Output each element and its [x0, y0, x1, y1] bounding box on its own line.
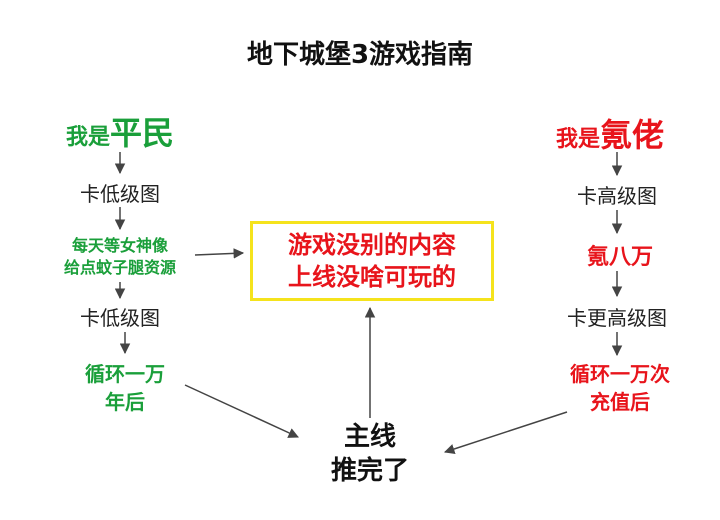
right-header: 我是氪佬 — [530, 110, 690, 156]
left-header-small: 我是 — [65, 125, 110, 150]
right-step-4-line1: 循环一万次 — [570, 362, 670, 386]
left-step-4-line1: 循环一万 — [85, 362, 165, 386]
right-header-big: 氪佬 — [600, 116, 665, 154]
left-step-1: 卡低级图 — [80, 182, 160, 206]
bottom-node-line2: 推完了 — [330, 456, 409, 486]
arrow-right-to-bottom — [444, 411, 568, 455]
right-header-small: 我是 — [555, 127, 600, 152]
left-step-4-line2: 年后 — [105, 390, 145, 414]
left-header-big: 平民 — [110, 114, 175, 152]
right-step-4: 循环一万次 充值后 — [535, 360, 705, 416]
center-box: 游戏没别的内容 上线没啥可玩的 — [250, 221, 494, 301]
right-step-4-line2: 充值后 — [590, 390, 650, 414]
page-title: 地下城堡3游戏指南 — [246, 40, 474, 70]
left-step-2: 每天等女神像 给点蚊子腿资源 — [30, 235, 210, 279]
center-box-line2: 上线没啥可玩的 — [288, 263, 456, 291]
left-step-4: 循环一万 年后 — [45, 360, 205, 416]
left-step-2-line2: 给点蚊子腿资源 — [63, 258, 176, 277]
left-header: 我是平民 — [40, 108, 200, 154]
right-step-1: 卡高级图 — [577, 184, 657, 208]
left-step-2-line1: 每天等女神像 — [71, 236, 168, 255]
center-box-line1: 游戏没别的内容 — [288, 231, 456, 259]
bottom-node-line1: 主线 — [343, 422, 396, 452]
bottom-node: 主线 推完了 — [300, 420, 440, 488]
right-step-2: 氪八万 — [586, 245, 653, 270]
left-step-3: 卡低级图 — [80, 306, 160, 330]
right-step-3: 卡更高级图 — [567, 306, 667, 330]
